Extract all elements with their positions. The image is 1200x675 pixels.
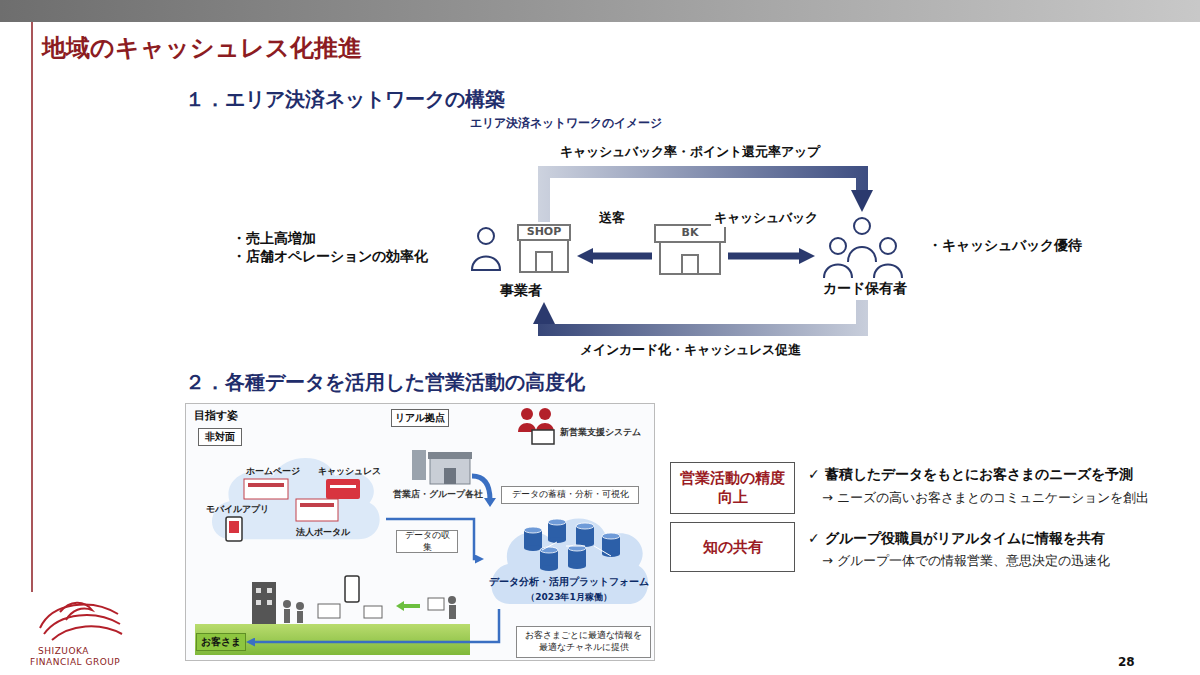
icon-label: 新営業支援システム <box>560 426 641 439</box>
node-text: データ分析・活用プラットフォーム <box>484 575 654 589</box>
node-text: 事業者 <box>465 282 577 300</box>
node-text: 目指す姿 <box>194 408 274 423</box>
customer-ground <box>195 624 470 655</box>
branch-icon <box>412 450 472 484</box>
icon-label: 営業店・グループ各社 <box>393 488 483 501</box>
node-text: （2023年1月稼働） <box>484 591 654 604</box>
slide-title: 地域のキャッシュレス化推進 <box>42 32 362 64</box>
node-text: リアル拠点 <box>395 411 445 425</box>
online-cloud: ホームページキャッシュレスモバイルアプリ法人ポータル <box>204 449 386 544</box>
result-note: → グループ一体での情報営業、意思決定の迅速化 <box>822 552 1110 570</box>
diagram-caption: エリア決済ネットワークのイメージ <box>470 115 662 132</box>
goal-box: 知の共有 <box>670 522 795 572</box>
merchant-icon <box>472 225 570 272</box>
logo-text: SHIZUOKA <box>38 646 89 656</box>
section-heading: １．エリア決済ネットワークの構築 <box>185 86 505 113</box>
node-text: SHOP <box>518 225 570 238</box>
check-point: ✓ 蓄積したデータをもとにお客さまのニーズを予測 <box>808 466 1133 484</box>
cardholder-icon <box>824 218 902 278</box>
connector <box>386 519 475 559</box>
node-text: BK <box>655 226 725 239</box>
connector <box>728 253 799 260</box>
customer-icons <box>252 576 456 624</box>
node-text: カード保有者 <box>815 280 915 298</box>
channel-tag: 非対面 <box>198 428 242 446</box>
edge-label: 送客 <box>596 209 628 227</box>
process-box: データの蓄積・分析・可視化 <box>501 486 639 504</box>
vision-panel: 目指す姿非対面ホームページキャッシュレスモバイルアプリ法人ポータル リアル拠点デー… <box>185 403 655 661</box>
connector <box>255 609 499 642</box>
platform-cloud: データ分析・活用プラットフォーム （2023年1月稼働） <box>484 509 654 609</box>
logo-text: FINANCIAL GROUP <box>30 657 120 667</box>
benefit-note: ・キャッシュバック優待 <box>928 237 1082 255</box>
check-point: ✓ グループ役職員がリアルタイムに情報を共有 <box>808 530 1105 548</box>
top-bar <box>0 0 1200 22</box>
edge-label: キャッシュバック <box>711 209 821 227</box>
node-text: お客さまごとに最適な情報を最適なチャネルに提供 <box>521 630 646 653</box>
node-text: モバイルアプリ <box>204 503 270 516</box>
support-system-icon <box>518 408 554 444</box>
side-rule <box>31 22 33 592</box>
node-text: 法人ポータル <box>288 526 358 539</box>
node-text: キャッシュレス <box>316 465 382 478</box>
node-text: データの蓄積・分析・可視化 <box>512 489 629 501</box>
node-text: データの収集 <box>401 530 453 553</box>
group-logo <box>40 603 122 640</box>
node-text: 営業活動の精度向上 <box>677 469 788 507</box>
merchant-node: SHOP 事業者 <box>465 222 577 302</box>
channel-tag: リアル拠点 <box>391 409 449 427</box>
node-text: お客さま <box>201 635 241 649</box>
bank-icon <box>655 225 725 274</box>
edge-label: キャッシュバック率・ポイント還元率アップ <box>557 143 823 161</box>
flow-arrow-head <box>484 498 496 507</box>
benefit-note: ・売上高増加 <box>232 230 316 248</box>
benefit-note: ・店舗オペレーションの効率化 <box>232 248 428 266</box>
customer-tag: お客さま <box>196 633 246 651</box>
cloud-shape <box>204 449 386 544</box>
panel-ground <box>185 403 655 661</box>
connector <box>593 253 652 260</box>
note-box: お客さまごとに最適な情報を最適なチャネルに提供 <box>516 626 651 658</box>
node-text: ホームページ <box>240 465 306 478</box>
goal-box: 営業活動の精度向上 <box>670 462 795 514</box>
process-box: データの収集 <box>396 530 458 553</box>
edge-label: メインカード化・キャッシュレス促進 <box>577 341 804 359</box>
node-text: 知の共有 <box>703 538 763 557</box>
node-text: 非対面 <box>205 430 235 444</box>
page-number: 28 <box>1118 655 1135 669</box>
bank-node: BK <box>652 222 728 278</box>
section-heading: ２．各種データを活用した営業活動の高度化 <box>185 369 585 396</box>
result-note: → ニーズの高いお客さまとのコミュニケーションを創出 <box>822 489 1149 507</box>
cardholder-node: カード保有者 <box>815 212 915 300</box>
connector <box>544 300 862 330</box>
